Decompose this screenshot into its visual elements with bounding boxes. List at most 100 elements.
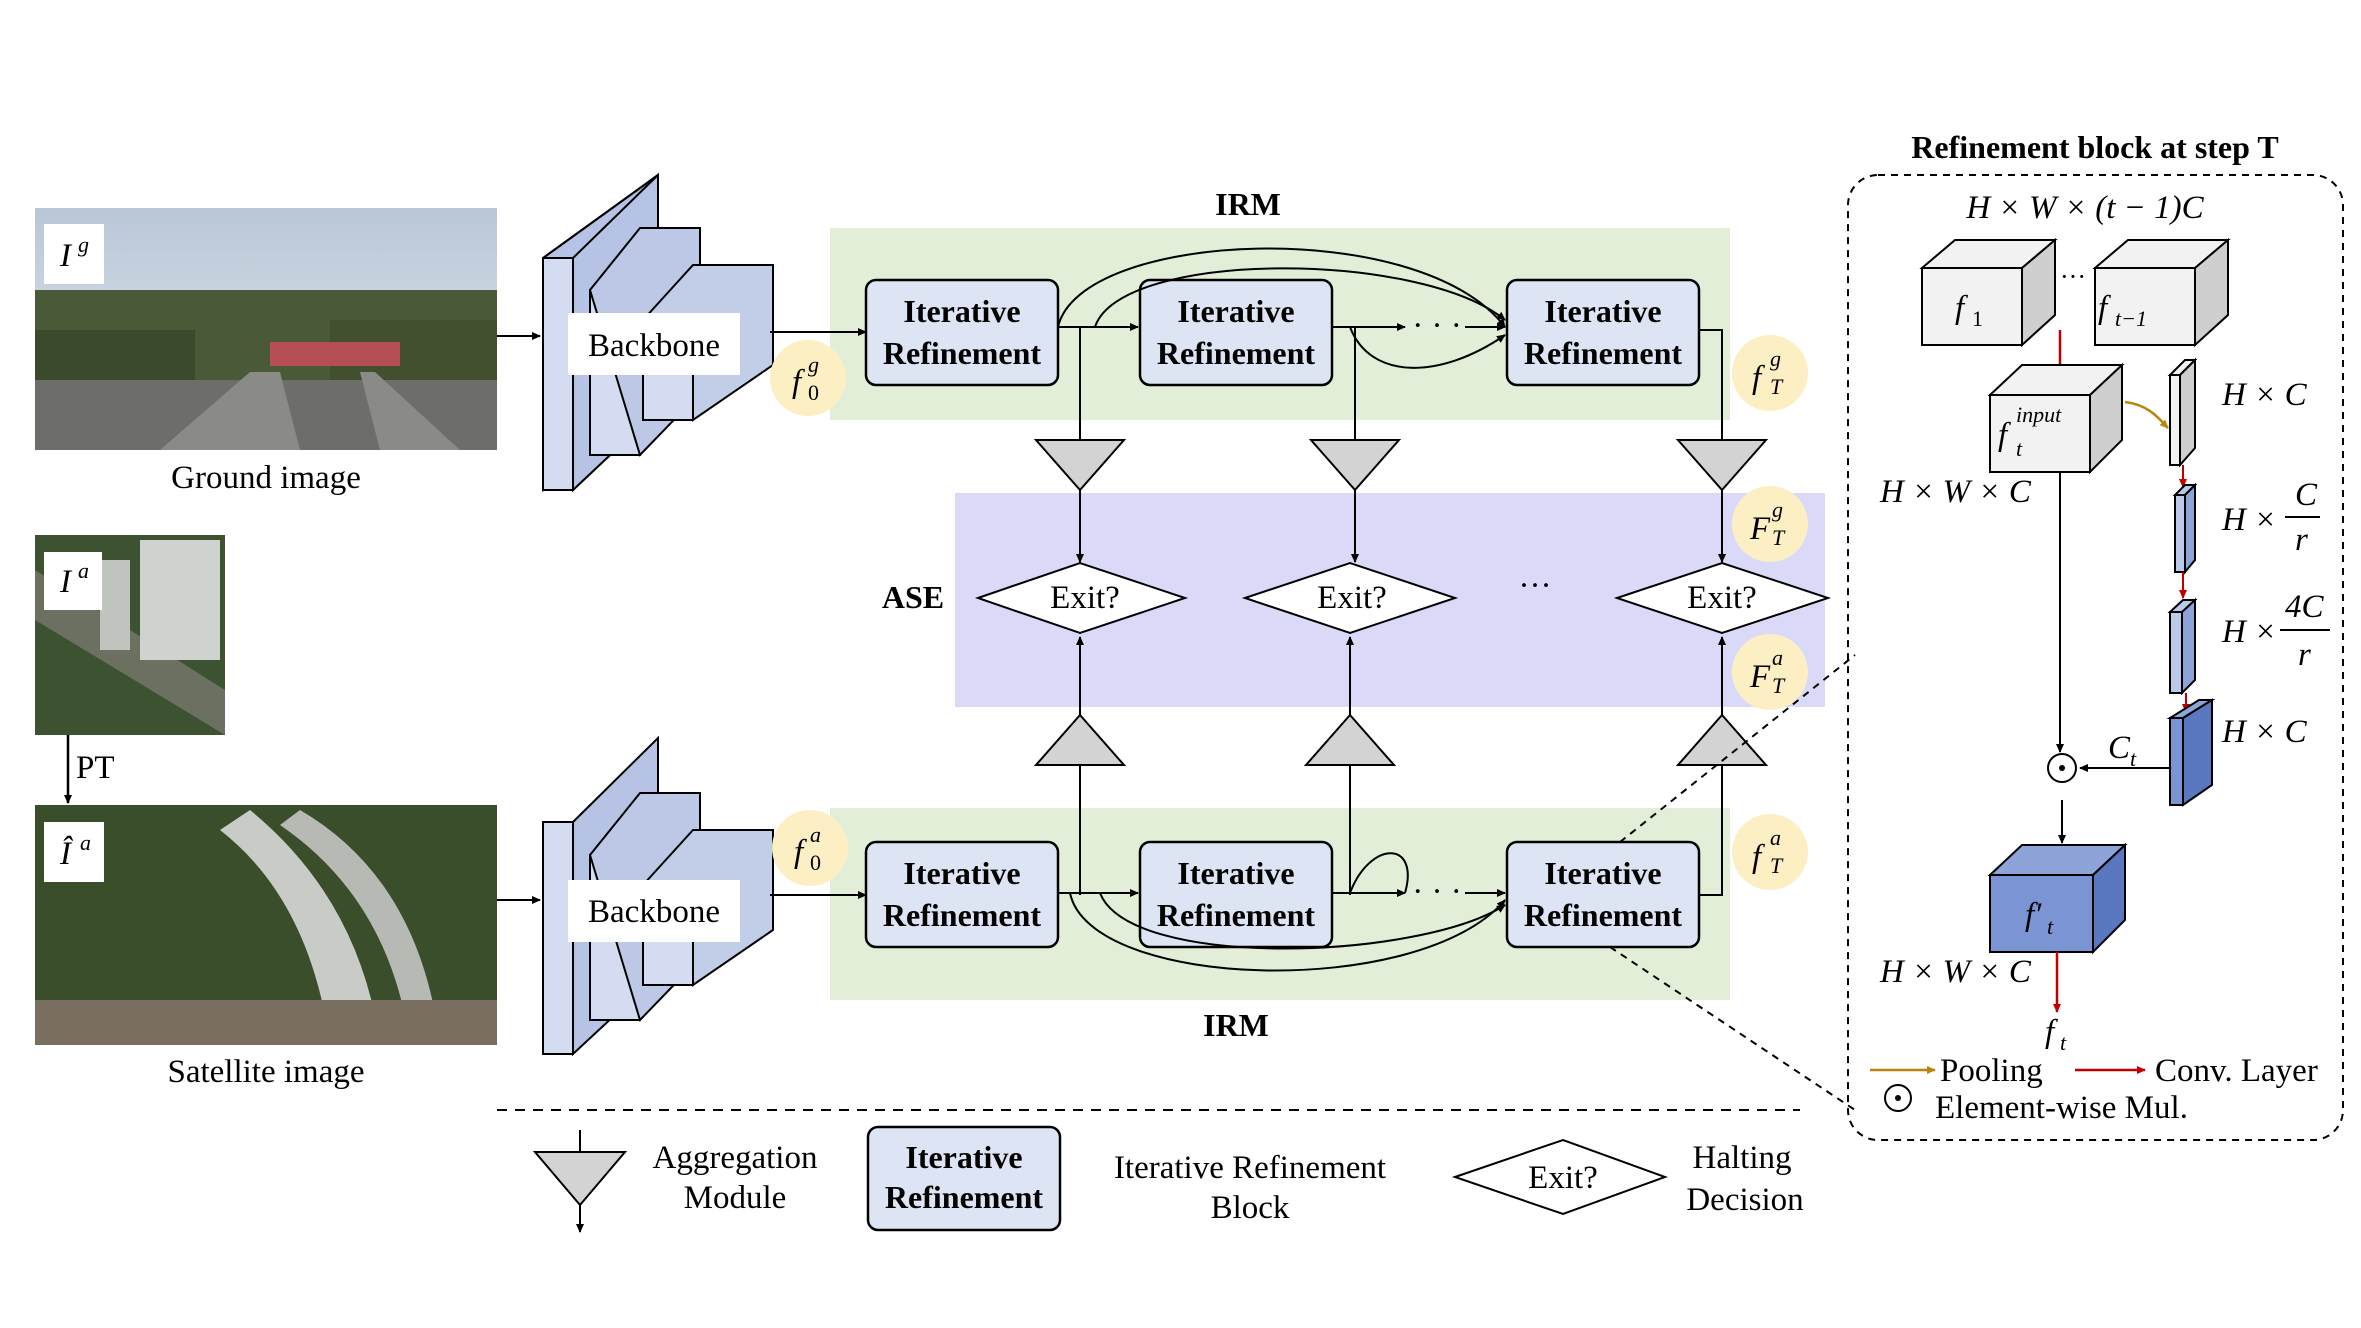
exit-decision-3: Exit? bbox=[1613, 561, 1832, 635]
svg-text:Iterative: Iterative bbox=[903, 855, 1020, 891]
svg-text:Exit?: Exit? bbox=[1317, 580, 1387, 616]
inset-ft-sub: t bbox=[2060, 1030, 2067, 1055]
svg-text:T: T bbox=[1770, 853, 1784, 878]
cube-fprime bbox=[1987, 842, 2128, 955]
backbone-bottom bbox=[542, 735, 774, 1057]
refine-block-bottom-3: Iterative Refinement bbox=[1505, 840, 1701, 949]
legend-elem-label: Element-wise Mul. bbox=[1935, 1090, 2188, 1126]
irm-top-label: IRM bbox=[1215, 186, 1281, 222]
feature-FTa: F a T bbox=[1732, 634, 1808, 710]
inset-frac2-den: r bbox=[2298, 637, 2311, 673]
inset-dims-top: H × W × (t − 1)C bbox=[1965, 190, 2204, 226]
svg-text:a: a bbox=[1772, 645, 1783, 670]
inset-title: Refinement block at step T bbox=[1911, 129, 2278, 165]
satellite-image-caption: Satellite image bbox=[167, 1054, 364, 1090]
feature-f0a: f a 0 bbox=[772, 810, 848, 886]
cube-fprime-label: f′ bbox=[2025, 897, 2042, 933]
svg-text:T: T bbox=[1772, 673, 1786, 698]
irm-bottom-ellipsis: · · · bbox=[1412, 874, 1461, 910]
aerial-image: I a bbox=[35, 535, 225, 735]
inset-frame bbox=[1847, 174, 2344, 1141]
zoom-line-upper bbox=[1619, 654, 1856, 843]
cube-ftm1 bbox=[2092, 237, 2231, 348]
legend-agg-symbol bbox=[532, 1130, 628, 1233]
cube-finput-sup: input bbox=[2016, 402, 2062, 427]
ground-image: I g bbox=[35, 208, 497, 450]
multiply-icon bbox=[2047, 753, 2077, 783]
cube-dots: ··· bbox=[2060, 262, 2086, 291]
legend-halt-line1: Halting bbox=[1693, 1140, 1792, 1176]
legend-agg-line1: Aggregation bbox=[653, 1140, 818, 1176]
cube-ftm1-sub: t−1 bbox=[2115, 306, 2147, 331]
agg-bottom-3 bbox=[1675, 636, 1769, 896]
satellite-image: Î a bbox=[35, 805, 497, 1045]
svg-text:F: F bbox=[1749, 659, 1771, 695]
svg-text:Iterative: Iterative bbox=[1544, 855, 1661, 891]
aerial-image-symbol: I bbox=[59, 564, 73, 600]
channel-bar-3 bbox=[2167, 597, 2198, 696]
satellite-image-symbol: Î bbox=[59, 835, 74, 872]
cube-f1 bbox=[1919, 237, 2058, 348]
ase-ellipsis: ··· bbox=[1519, 568, 1552, 604]
svg-text:Refinement: Refinement bbox=[883, 897, 1042, 933]
pt-label: PT bbox=[76, 750, 115, 786]
agg-bottom-1 bbox=[1033, 636, 1127, 895]
svg-text:Iterative: Iterative bbox=[1177, 855, 1294, 891]
inset-hc2: H × C bbox=[2221, 714, 2308, 750]
cube-f1-sub: 1 bbox=[1972, 306, 1983, 331]
inset-frac1-num: C bbox=[2295, 477, 2318, 513]
backbone-top-label: Backbone bbox=[588, 328, 720, 364]
feature-FTg: F g T bbox=[1732, 486, 1808, 562]
inset-hc1: H × C bbox=[2221, 377, 2308, 413]
agg-top-3 bbox=[1675, 439, 1769, 563]
feature-fTa: f a T bbox=[1732, 814, 1808, 890]
agg-bottom-2 bbox=[1303, 636, 1397, 895]
satellite-image-sup: a bbox=[80, 830, 91, 855]
agg-top-2 bbox=[1308, 327, 1402, 563]
svg-text:g: g bbox=[1772, 497, 1783, 522]
ground-image-symbol: I bbox=[59, 238, 73, 274]
svg-text:Iterative: Iterative bbox=[1544, 293, 1661, 329]
svg-text:T: T bbox=[1770, 374, 1784, 399]
inset-hcr-prefix-1: H × bbox=[2221, 502, 2276, 538]
channel-bar-4 bbox=[2166, 698, 2216, 807]
backbone-top bbox=[542, 172, 774, 493]
irm-top-connectors bbox=[1057, 247, 1723, 440]
zoom-line-lower bbox=[1609, 946, 1856, 1111]
inset-frac1-den: r bbox=[2295, 522, 2308, 558]
svg-text:Exit?: Exit? bbox=[1687, 580, 1757, 616]
svg-text:Refinement: Refinement bbox=[1157, 897, 1316, 933]
svg-text:0: 0 bbox=[808, 380, 819, 405]
refine-block-top-1: Iterative Refinement bbox=[864, 278, 1060, 387]
irm-bottom-connectors bbox=[1058, 852, 1506, 972]
ground-image-sup: g bbox=[78, 232, 89, 257]
svg-text:T: T bbox=[1772, 525, 1786, 550]
ase-label: ASE bbox=[882, 579, 944, 615]
svg-text:Refinement: Refinement bbox=[885, 1179, 1044, 1215]
cube-finput bbox=[1987, 362, 2125, 475]
svg-text:Iterative: Iterative bbox=[903, 293, 1020, 329]
backbone-bottom-label: Backbone bbox=[588, 894, 720, 930]
ground-image-caption: Ground image bbox=[171, 460, 361, 496]
inset-ct-sub: t bbox=[2130, 746, 2137, 771]
svg-text:g: g bbox=[808, 352, 819, 377]
legend-refine-block: Iterative Refinement bbox=[866, 1125, 1062, 1232]
svg-text:g: g bbox=[1770, 346, 1781, 371]
svg-text:Iterative: Iterative bbox=[1177, 293, 1294, 329]
legend-exit-symbol: Exit? bbox=[1451, 1138, 1668, 1216]
aerial-image-sup: a bbox=[78, 558, 89, 583]
svg-text:Refinement: Refinement bbox=[1157, 335, 1316, 371]
legend-irb-line2: Block bbox=[1211, 1190, 1290, 1226]
agg-top-1 bbox=[1033, 327, 1127, 563]
refine-block-top-2: Iterative Refinement bbox=[1138, 278, 1334, 387]
svg-text:Iterative: Iterative bbox=[905, 1139, 1022, 1175]
legend-agg-line2: Module bbox=[684, 1180, 787, 1216]
feature-fTg: f g T bbox=[1732, 335, 1808, 411]
legend-mul-icon bbox=[1884, 1084, 1912, 1112]
inset-frac2-num: 4C bbox=[2285, 589, 2325, 625]
svg-text:a: a bbox=[810, 822, 821, 847]
legend-conv-label: Conv. Layer bbox=[2155, 1053, 2318, 1089]
inset-ct: C bbox=[2108, 730, 2131, 766]
inset-dims-input: H × W × C bbox=[1879, 474, 2032, 510]
cube-fprime-sub: t bbox=[2047, 914, 2054, 939]
